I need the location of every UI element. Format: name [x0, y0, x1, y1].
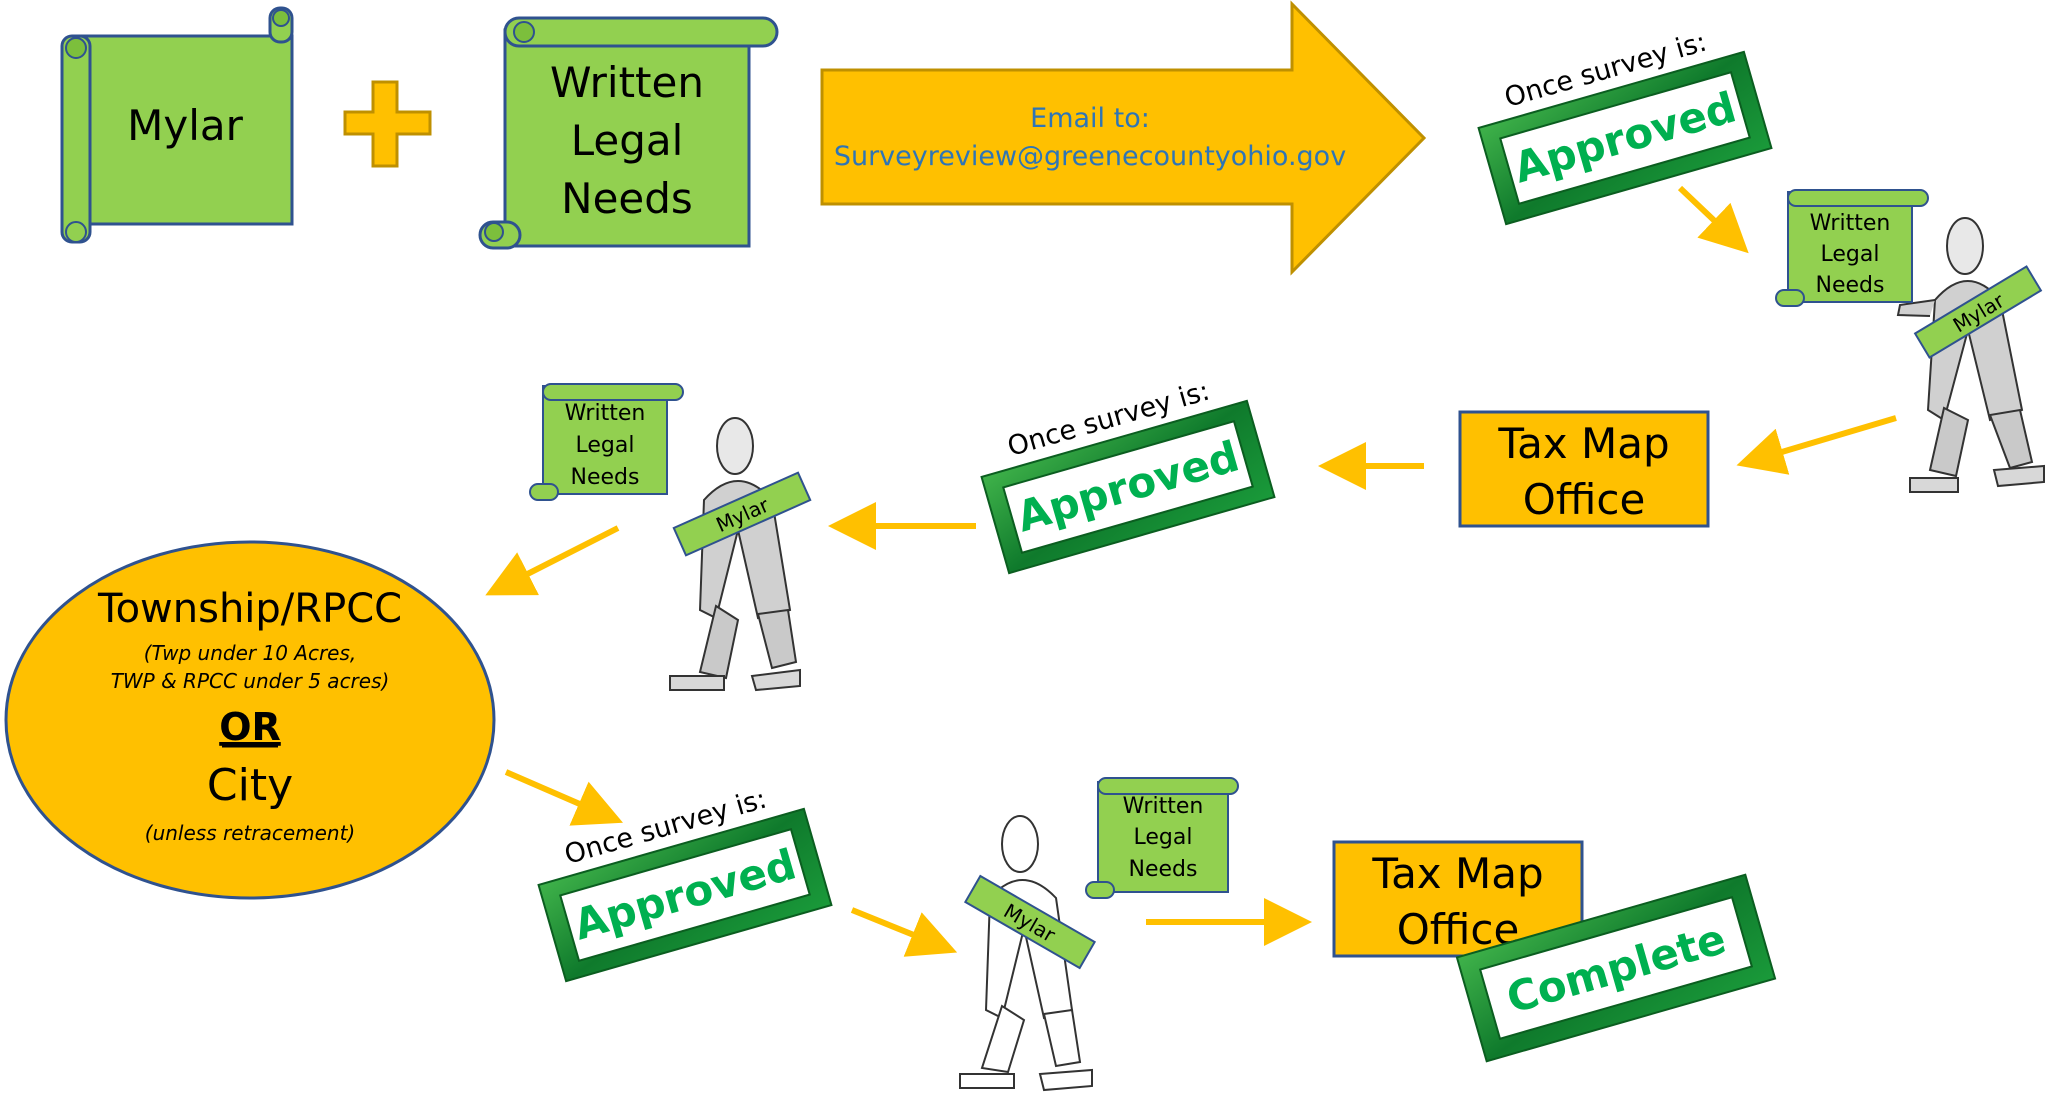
small-scroll3-text-3: Needs	[1129, 857, 1198, 882]
tax-office2-line1: Tax Map	[1371, 849, 1543, 898]
flow-arrow-1	[1677, 185, 1749, 254]
scroll-text-3: Needs	[561, 174, 693, 223]
small-scroll2-text-1: Written	[565, 401, 646, 426]
city-label: City	[207, 760, 293, 811]
or-label: OR	[219, 705, 281, 749]
written-legal-scroll-small-2: Written Legal Needs	[529, 383, 684, 501]
written-legal-scroll-small-1: Written Legal Needs	[1775, 189, 1929, 307]
mylar-scroll-icon: Mylar	[60, 6, 294, 244]
small-scroll3-text-1: Written	[1123, 794, 1204, 819]
tax-map-office-box-1: Tax Map Office	[1458, 410, 1710, 528]
approved-stamp-2: Once survey is: Approved	[980, 376, 1276, 575]
approved-stamp-3: Once survey is: Approved	[537, 784, 833, 983]
township-title: Township/RPCC	[97, 586, 402, 632]
email-label: Email to:	[1030, 103, 1150, 134]
scroll-text-2: Legal	[571, 116, 684, 165]
flow-arrow-7	[850, 907, 958, 957]
small-scroll-text-2: Legal	[1821, 242, 1880, 267]
plus-icon	[343, 80, 432, 168]
email-address: Surveyreview@greenecountyohio.gov	[834, 141, 1346, 172]
tax-office-line2: Office	[1523, 475, 1646, 524]
township-note-1: (Twp under 10 Acres,	[144, 641, 357, 665]
township-note-2: TWP & RPCC under 5 acres)	[111, 669, 390, 693]
small-scroll2-text-3: Needs	[571, 465, 640, 490]
email-arrow: Email to: Surveyreview@greenecountyohio.…	[820, 0, 1427, 276]
small-scroll2-text-2: Legal	[576, 433, 635, 458]
flow-arrow-5	[485, 525, 620, 596]
flow-arrow-2	[1736, 415, 1897, 475]
written-legal-scroll-icon: Written Legal Needs	[478, 16, 779, 250]
flow-arrow-6	[504, 769, 624, 826]
written-legal-scroll-small-3: Written Legal Needs	[1085, 777, 1239, 899]
complete-stamp: Complete	[1455, 873, 1777, 1063]
city-note: (unless retracement)	[145, 821, 355, 845]
tax-office-line1: Tax Map	[1497, 419, 1669, 468]
person-carrying-documents-icon-1	[1896, 217, 2045, 493]
small-scroll-text-1: Written	[1810, 211, 1891, 236]
small-scroll-text-3: Needs	[1816, 273, 1885, 298]
small-scroll3-text-2: Legal	[1134, 825, 1193, 850]
scroll-text-1: Written	[550, 58, 704, 107]
approved-stamp-1: Once survey is: Approved	[1477, 27, 1773, 226]
mylar-label: Mylar	[127, 101, 243, 150]
township-city-ellipse: Township/RPCC (Twp under 10 Acres, TWP &…	[4, 540, 496, 900]
